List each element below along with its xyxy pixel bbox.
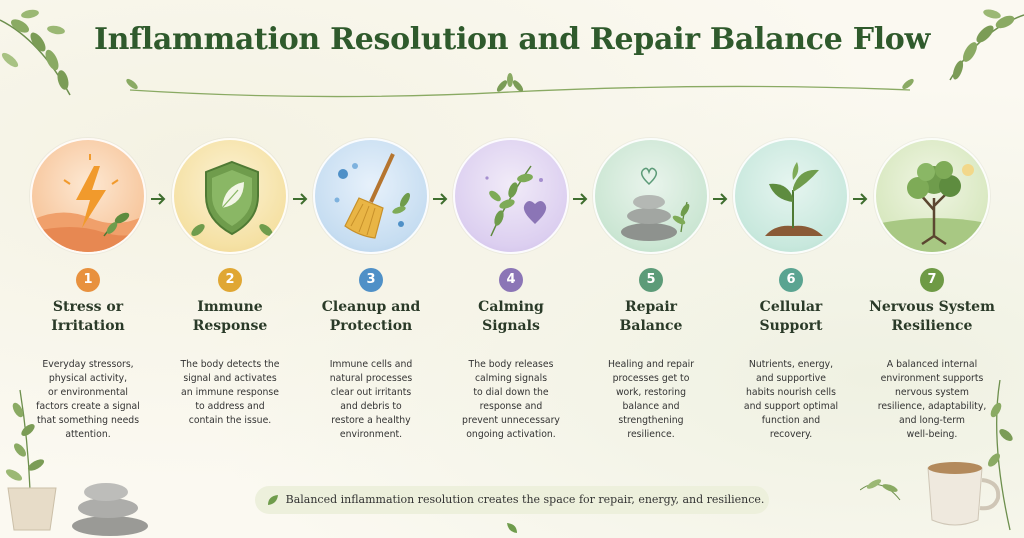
summary-banner: Balanced inflammation resolution creates… xyxy=(255,486,769,533)
step-title: Stress or Irritation xyxy=(51,299,125,334)
step-title: Cellular Support xyxy=(759,299,823,334)
flow-arrow-icon xyxy=(151,193,166,205)
title-vine-decoration xyxy=(126,73,914,98)
step-number-badge: 4 xyxy=(499,268,523,292)
bottom-right-cup-decoration xyxy=(860,380,1013,531)
step-title: Nervous System Resilience xyxy=(869,299,995,334)
leaf-icon xyxy=(507,523,517,533)
tree-icon xyxy=(874,138,990,254)
bottom-left-plant-stones-decoration xyxy=(5,389,148,536)
top-right-leaves-decoration xyxy=(949,9,1024,81)
flow-arrow-icon xyxy=(853,193,868,205)
step-number-badge: 3 xyxy=(359,268,383,292)
step-description: Everyday stressors, physical activity, o… xyxy=(36,359,140,440)
step-number-badge: 7 xyxy=(920,268,944,292)
flow-arrow-icon xyxy=(433,193,448,205)
step-description: Nutrients, energy, and supportive habits… xyxy=(743,359,839,440)
step-title: Repair Balance xyxy=(619,299,683,334)
step-title: Immune Response xyxy=(192,299,268,334)
stacked-stones-icon xyxy=(593,138,709,254)
leaf-icon xyxy=(267,495,278,505)
flow-arrow-icon xyxy=(293,193,308,205)
step-number-badge: 2 xyxy=(218,268,242,292)
summary-text: Balanced inflammation resolution creates… xyxy=(285,493,765,506)
step-description: A balanced internal environment supports… xyxy=(877,359,987,440)
step-title: Calming Signals xyxy=(478,299,544,334)
step-description: Healing and repair processes get to work… xyxy=(607,359,695,440)
lightning-leaf-icon xyxy=(30,138,146,254)
step-description: The body detects the signal and activate… xyxy=(180,359,280,426)
flow-arrow-icon xyxy=(573,193,588,205)
step-description: The body releases calming signals to dia… xyxy=(462,359,560,440)
step-number-badge: 5 xyxy=(639,268,663,292)
shield-leaf-icon xyxy=(172,138,288,254)
step-number-badge: 6 xyxy=(779,268,803,292)
broom-icon xyxy=(313,138,429,254)
page-title: Inflammation Resolution and Repair Balan… xyxy=(93,22,931,57)
step-title: Cleanup and Protection xyxy=(321,299,421,334)
step-number-badge: 1 xyxy=(76,268,100,292)
flow-arrow-icon xyxy=(713,193,728,205)
sprout-icon xyxy=(733,138,849,254)
heart-branch-icon xyxy=(453,138,569,254)
step-description: Immune cells and natural processes clear… xyxy=(329,359,413,440)
top-left-leaves-decoration xyxy=(0,9,71,96)
